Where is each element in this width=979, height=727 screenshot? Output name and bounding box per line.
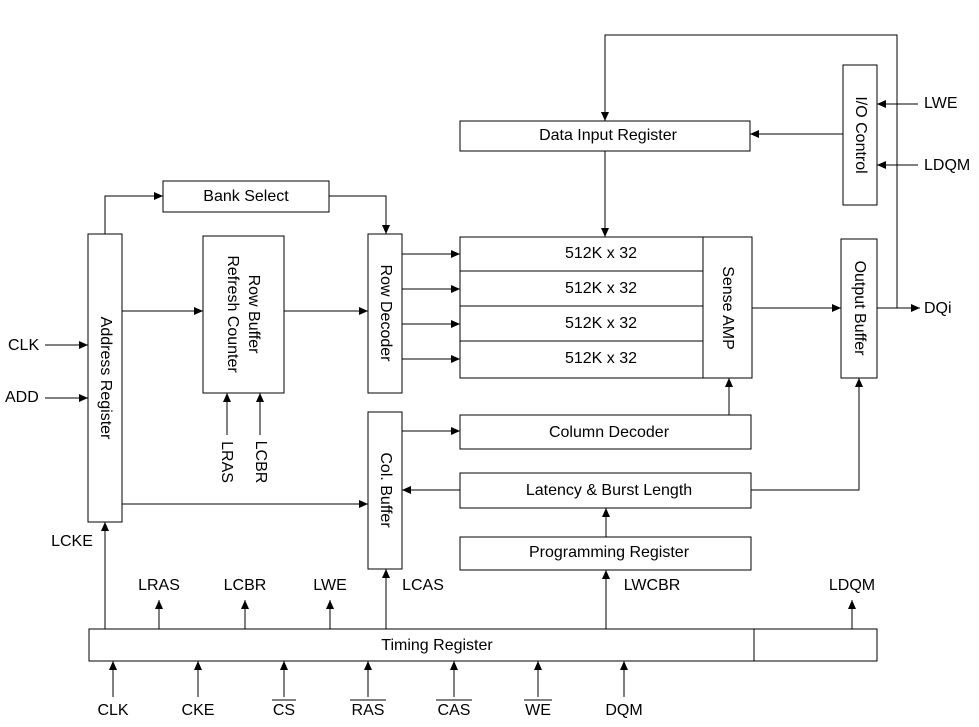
ldqm-io-label: LDQM: [924, 157, 970, 174]
timing-ldqm-label: LDQM: [829, 577, 875, 594]
latency-burst-label: Latency & Burst Length: [526, 482, 692, 499]
we-timing-input-label: WE: [525, 702, 551, 719]
memory-bank-label: 512K x 32: [565, 350, 637, 367]
lcke-label: LCKE: [51, 533, 93, 550]
address-register-label: Address Register: [97, 317, 114, 440]
memory-bank-label: 512K x 32: [565, 280, 637, 297]
row-buffer-block: [202, 235, 285, 394]
timing-register-block: [88, 628, 878, 662]
row-buffer-label-line1: Row Buffer: [245, 275, 262, 355]
lcbr-row-buffer-label: LCBR: [252, 441, 269, 484]
ras-timing-input-label: RAS: [352, 702, 385, 719]
cas-timing-input-label: CAS: [438, 702, 471, 719]
dqi-label: DQi: [924, 300, 952, 317]
lras-row-buffer-label: LRAS: [218, 441, 235, 483]
timing-lwe-label: LWE: [313, 577, 346, 594]
column-decoder-block: [459, 414, 752, 450]
latency-burst-block: [459, 472, 752, 509]
timing-lwcbr-label: LWCBR: [624, 577, 681, 594]
add-input-label: ADD: [5, 389, 39, 406]
timing-register-label: Timing Register: [381, 637, 493, 654]
column-decoder-label: Column Decoder: [549, 424, 670, 441]
programming-register-label: Programming Register: [529, 544, 690, 561]
row-buffer-label-line2: Refresh Counter: [224, 255, 241, 373]
dqi-to-data-input-wire: [601, 34, 898, 308]
timing-lras-label: LRAS: [138, 577, 180, 594]
addr-to-bank-select-wire: [104, 192, 163, 234]
memory-bank-label: 512K x 32: [565, 245, 637, 262]
latency-to-output-buffer-wire: [751, 378, 863, 491]
timing-lcbr-label: LCBR: [224, 577, 267, 594]
memory-bank-label: 512K x 32: [565, 315, 637, 332]
output-buffer-label: Output Buffer: [851, 261, 868, 357]
io-control-block: [842, 64, 878, 206]
clk-timing-input-label: CLK: [97, 702, 128, 719]
bank-select-block: [162, 180, 330, 213]
cke-timing-input-label: CKE: [182, 702, 215, 719]
bank-select-to-row-decoder-wire: [329, 195, 390, 234]
timing-lcas-label: LCAS: [402, 577, 444, 594]
clk-input-label: CLK: [8, 337, 39, 354]
row-decoder-label: Row Decoder: [377, 265, 394, 363]
cs-timing-input-label: CS: [273, 702, 295, 719]
lwe-io-label: LWE: [924, 95, 957, 112]
bank-select-label: Bank Select: [203, 188, 289, 205]
sense-amp-label: Sense AMP: [719, 266, 736, 350]
dqm-timing-input-label: DQM: [605, 702, 642, 719]
address-register-block: [87, 233, 123, 523]
io-control-label: I/O Control: [852, 96, 869, 173]
row-decoder-block: [367, 233, 403, 394]
col-buffer-label: Col. Buffer: [377, 452, 394, 528]
data-input-register-label: Data Input Register: [539, 127, 678, 144]
programming-register-block: [459, 536, 752, 571]
